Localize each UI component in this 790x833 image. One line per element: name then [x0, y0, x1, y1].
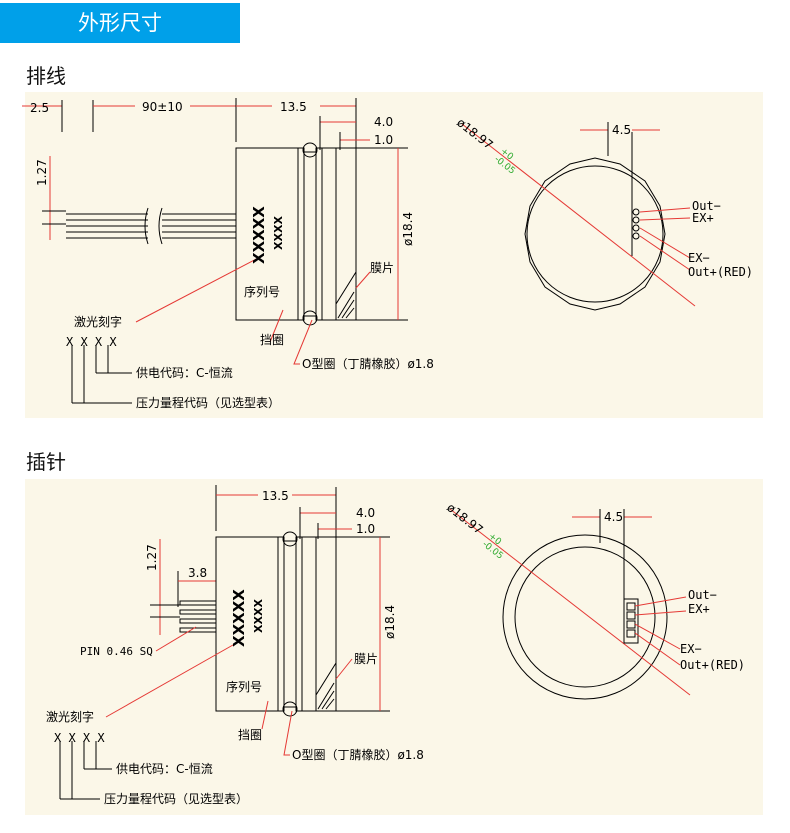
dim-1-27: 1.27	[35, 159, 49, 186]
page-title: 外形尺寸	[78, 11, 162, 35]
laser-mark-small: XXXX	[252, 599, 265, 633]
pin-ex-minus: EX−	[688, 251, 710, 265]
laser-label: 激光刻字	[74, 314, 122, 329]
oring-label: O型圈（丁腈橡胶）ø1.8	[302, 356, 434, 371]
drawing-panel-pins	[25, 479, 763, 815]
dim-4-5: 4.5	[612, 123, 631, 137]
pin-out-plus: Out+(RED)	[688, 265, 753, 279]
drawing-panel-ribbon-cable	[25, 92, 763, 418]
header-bar	[0, 3, 240, 43]
dim-13-5: 13.5	[280, 100, 307, 114]
dim-1-27: 1.27	[145, 544, 159, 571]
dim-13-5: 13.5	[262, 489, 289, 503]
dim-3-8: 3.8	[188, 566, 207, 580]
pin-out-minus: Out−	[692, 199, 721, 213]
pin-ex-plus: EX+	[688, 602, 710, 616]
power-code-label: 供电代码：C-恒流	[116, 762, 213, 776]
dim-4-5: 4.5	[604, 510, 623, 524]
ribbon-cable-drawing: 2.5 90±10 13.5 4.0 1.0 1.27 ø18.4 XXXX X …	[22, 98, 753, 410]
membrane-label: 膜片	[370, 261, 394, 275]
laser-mark-large: XXXXX	[230, 589, 248, 647]
dim-1-0: 1.0	[374, 133, 393, 147]
pin-spec-label: PIN 0.46 SQ	[80, 645, 153, 658]
pin-out-minus: Out−	[688, 588, 717, 602]
serial-label: 序列号	[226, 679, 262, 694]
retainer-label: 挡圈	[238, 728, 262, 742]
dim-18-4: ø18.4	[383, 605, 397, 639]
oring-label: O型圈（丁腈橡胶）ø1.8	[292, 747, 424, 762]
pin-drawing: 13.5 4.0 1.0 3.8 1.27 ø18.4 PIN 0.46 SQ …	[46, 485, 745, 806]
section-label-ribbon-cable: 排线	[26, 64, 66, 88]
laser-mark-small: XXXX	[272, 216, 285, 250]
membrane-label: 膜片	[354, 652, 378, 666]
range-code-label: 压力量程代码（见选型表）	[136, 395, 280, 410]
dim-2-5: 2.5	[30, 101, 49, 115]
diameter-main: ø18.97	[454, 115, 495, 152]
range-code-label: 压力量程代码（见选型表）	[104, 791, 248, 806]
dim-4-0: 4.0	[374, 115, 393, 129]
laser-label: 激光刻字	[46, 709, 94, 724]
dim-90: 90±10	[142, 100, 183, 114]
dim-4-0: 4.0	[356, 506, 375, 520]
pin-out-plus: Out+(RED)	[680, 658, 745, 672]
dim-1-0: 1.0	[356, 522, 375, 536]
dim-18-4: ø18.4	[401, 212, 415, 246]
power-code-label: 供电代码：C-恒流	[136, 366, 233, 380]
laser-mark-large: XXXXX	[250, 206, 268, 264]
code-chars: X X X X	[54, 731, 105, 745]
pin-ex-minus: EX−	[680, 642, 702, 656]
diameter-main: ø18.97	[444, 500, 485, 537]
section-label-pins: 插针	[26, 450, 66, 474]
code-chars: X X X X	[66, 335, 117, 349]
retainer-label: 挡圈	[260, 333, 284, 347]
serial-label: 序列号	[244, 284, 280, 299]
pin-ex-plus: EX+	[692, 211, 714, 225]
